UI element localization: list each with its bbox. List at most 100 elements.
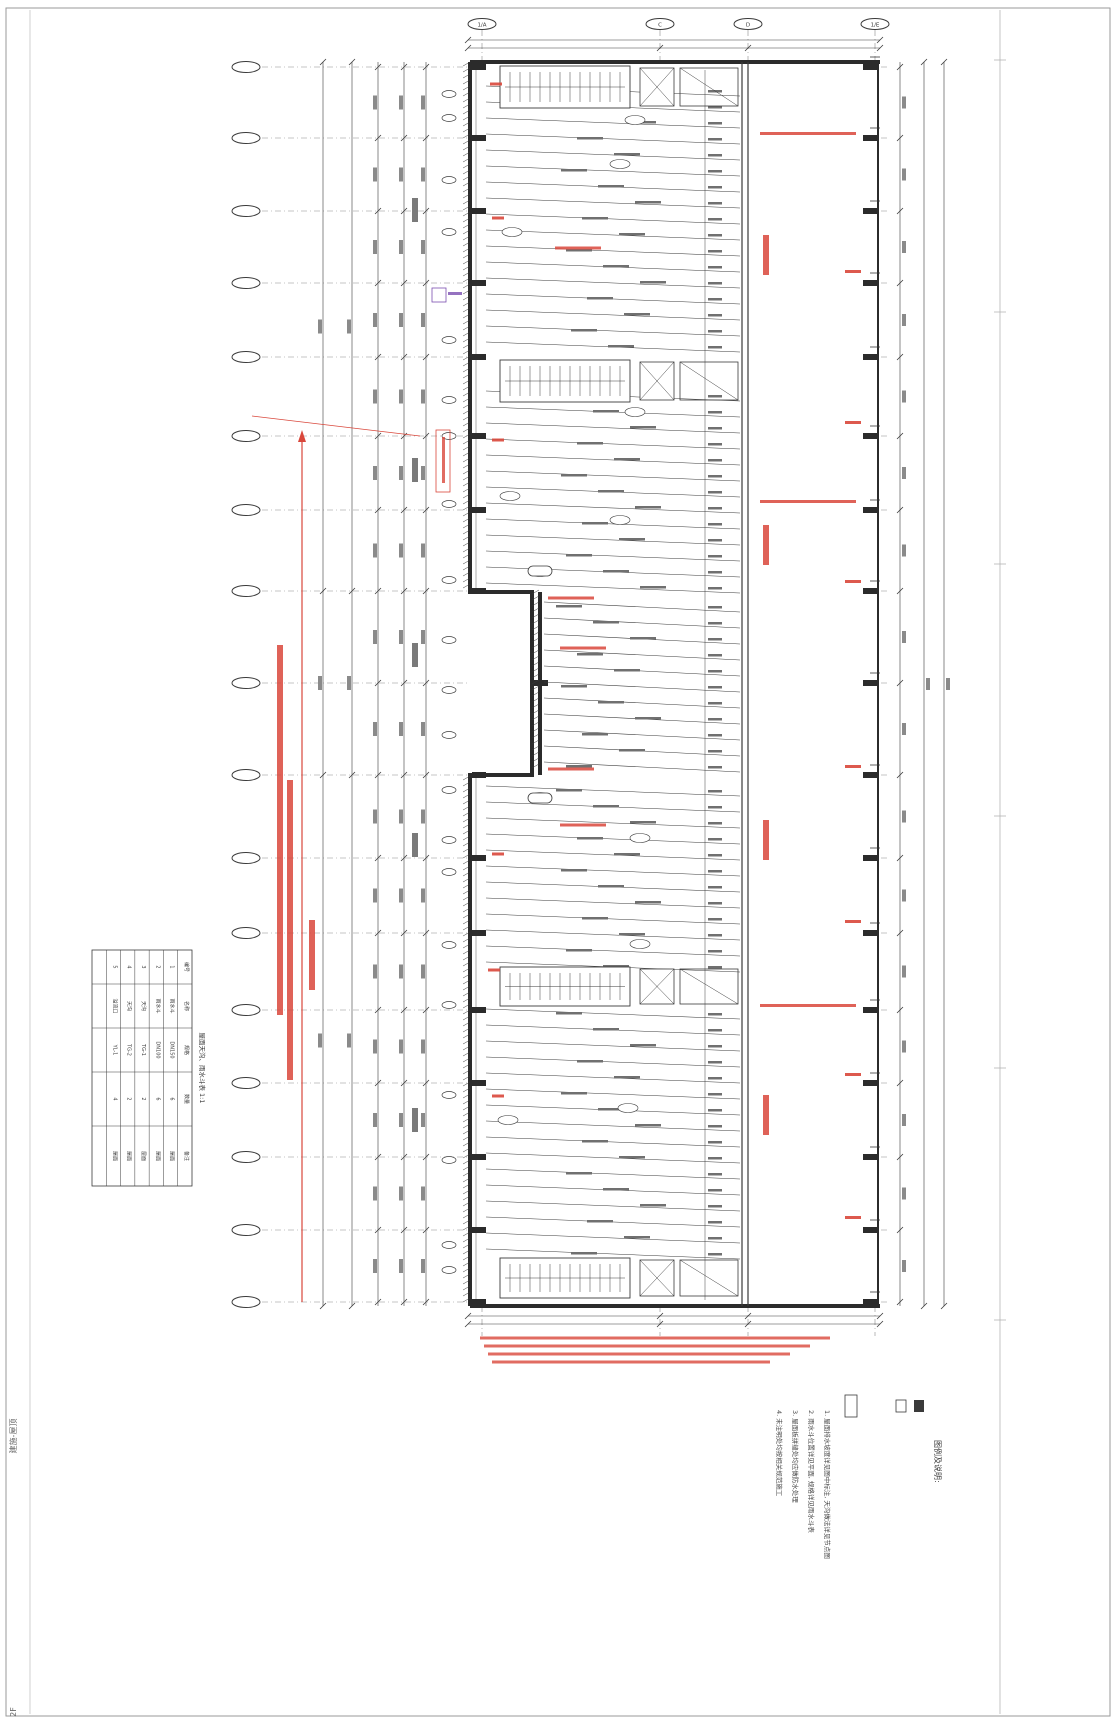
panel-label [708, 587, 722, 590]
panel-label [603, 1188, 629, 1191]
section-marker [441, 868, 457, 876]
column [863, 1154, 879, 1160]
wall-hatch [531, 685, 540, 691]
dimension-tick [374, 1006, 382, 1014]
panel-label [598, 701, 624, 704]
dimension-text [421, 1039, 425, 1054]
roof-panel-line [485, 1120, 741, 1132]
wall-hatch [531, 637, 540, 643]
wall-hatch [531, 625, 540, 631]
wall-hatch [462, 319, 471, 325]
dimension-text [902, 631, 906, 643]
grid-bubble [231, 852, 261, 864]
column [472, 588, 486, 594]
wall-hatch [462, 1249, 471, 1255]
panel-label [630, 426, 656, 429]
panel-label [587, 297, 613, 300]
dimension-text [373, 1259, 377, 1273]
wall-hatch [462, 553, 471, 559]
roof-panel-line [485, 1056, 741, 1068]
dimension-tick [896, 279, 904, 287]
wall-hatch [462, 973, 471, 979]
wall-hatch [462, 235, 471, 241]
column [472, 208, 486, 214]
dimension-tick [348, 1302, 356, 1310]
wall-hatch [531, 715, 540, 721]
wall-hatch [462, 901, 471, 907]
roof-panel-line [543, 697, 741, 709]
dimension-tick [400, 1226, 408, 1234]
dimension-text [399, 1259, 403, 1273]
wall-hatch [462, 1285, 471, 1291]
dimension-tick [319, 58, 327, 66]
panel-label [598, 885, 624, 888]
roof-panel-line [485, 1136, 741, 1148]
wall-hatch [531, 667, 540, 673]
dimension-tick [422, 353, 430, 361]
wall-hatch [531, 595, 540, 601]
dimension-tick [348, 58, 356, 66]
wall-hatch [462, 457, 471, 463]
dimension-text [902, 1187, 906, 1200]
dimension-tick [374, 587, 382, 595]
wall-hatch [462, 1237, 471, 1243]
slope-tag [499, 491, 521, 501]
slope-tag [629, 833, 651, 843]
dimension-tick [422, 854, 430, 862]
dimension-text [373, 888, 377, 903]
dimension-tick [656, 1320, 664, 1328]
panel-label [561, 169, 587, 172]
dimension-text [399, 313, 403, 327]
panel-label [708, 1077, 722, 1080]
dimension-text [399, 809, 403, 824]
wall-hatch [462, 73, 471, 79]
dimension-tick [374, 929, 382, 937]
dimension-tick [374, 1079, 382, 1087]
dimension-text [399, 1039, 403, 1054]
wall-hatch [462, 523, 471, 529]
top-axis-bubble [733, 18, 763, 30]
dimension-text [421, 543, 425, 558]
wall-hatch [462, 397, 471, 403]
wall-hatch [462, 151, 471, 157]
panel-label [708, 1029, 722, 1032]
wall-hatch [531, 733, 540, 739]
wall-hatch [531, 763, 540, 769]
dimension-tick [896, 1079, 904, 1087]
wall-hatch [531, 703, 540, 709]
wall-hatch [531, 709, 540, 715]
top-axis-label: 1/A [477, 22, 486, 28]
wall-hatch [462, 205, 471, 211]
dimension-tick [940, 1302, 948, 1310]
roof-panel-line [543, 665, 741, 677]
panel-label [708, 170, 722, 173]
purple-detail-mark [431, 287, 447, 303]
dimension-text [399, 167, 403, 182]
wall-hatch [462, 199, 471, 205]
wall-hatch [531, 643, 540, 649]
roof-panel-line [543, 617, 741, 629]
schedule-cell: 5 [111, 965, 117, 968]
column [863, 855, 879, 861]
red-bottom-note [480, 1336, 830, 1340]
schedule-cell: 1 [169, 965, 175, 968]
panel-label [708, 638, 722, 641]
section-marker [441, 941, 457, 949]
wall-hatch [531, 607, 540, 613]
wall-hatch [462, 1207, 471, 1213]
top-axis-label: D [746, 22, 750, 28]
dimension-tick [656, 44, 664, 52]
roof-panel-line [485, 1168, 741, 1180]
panel-label [708, 966, 722, 969]
panel-label [708, 950, 722, 953]
dimension-tick [896, 506, 904, 514]
dimension-tick [896, 1226, 904, 1234]
wall-hatch [462, 289, 471, 295]
panel-label [708, 1125, 722, 1128]
wall-hatch [531, 757, 540, 763]
column [863, 772, 879, 778]
panel-label [708, 622, 722, 625]
panel-label [566, 554, 592, 557]
roof-panel-line [485, 1200, 741, 1212]
wall-hatch [462, 145, 471, 151]
